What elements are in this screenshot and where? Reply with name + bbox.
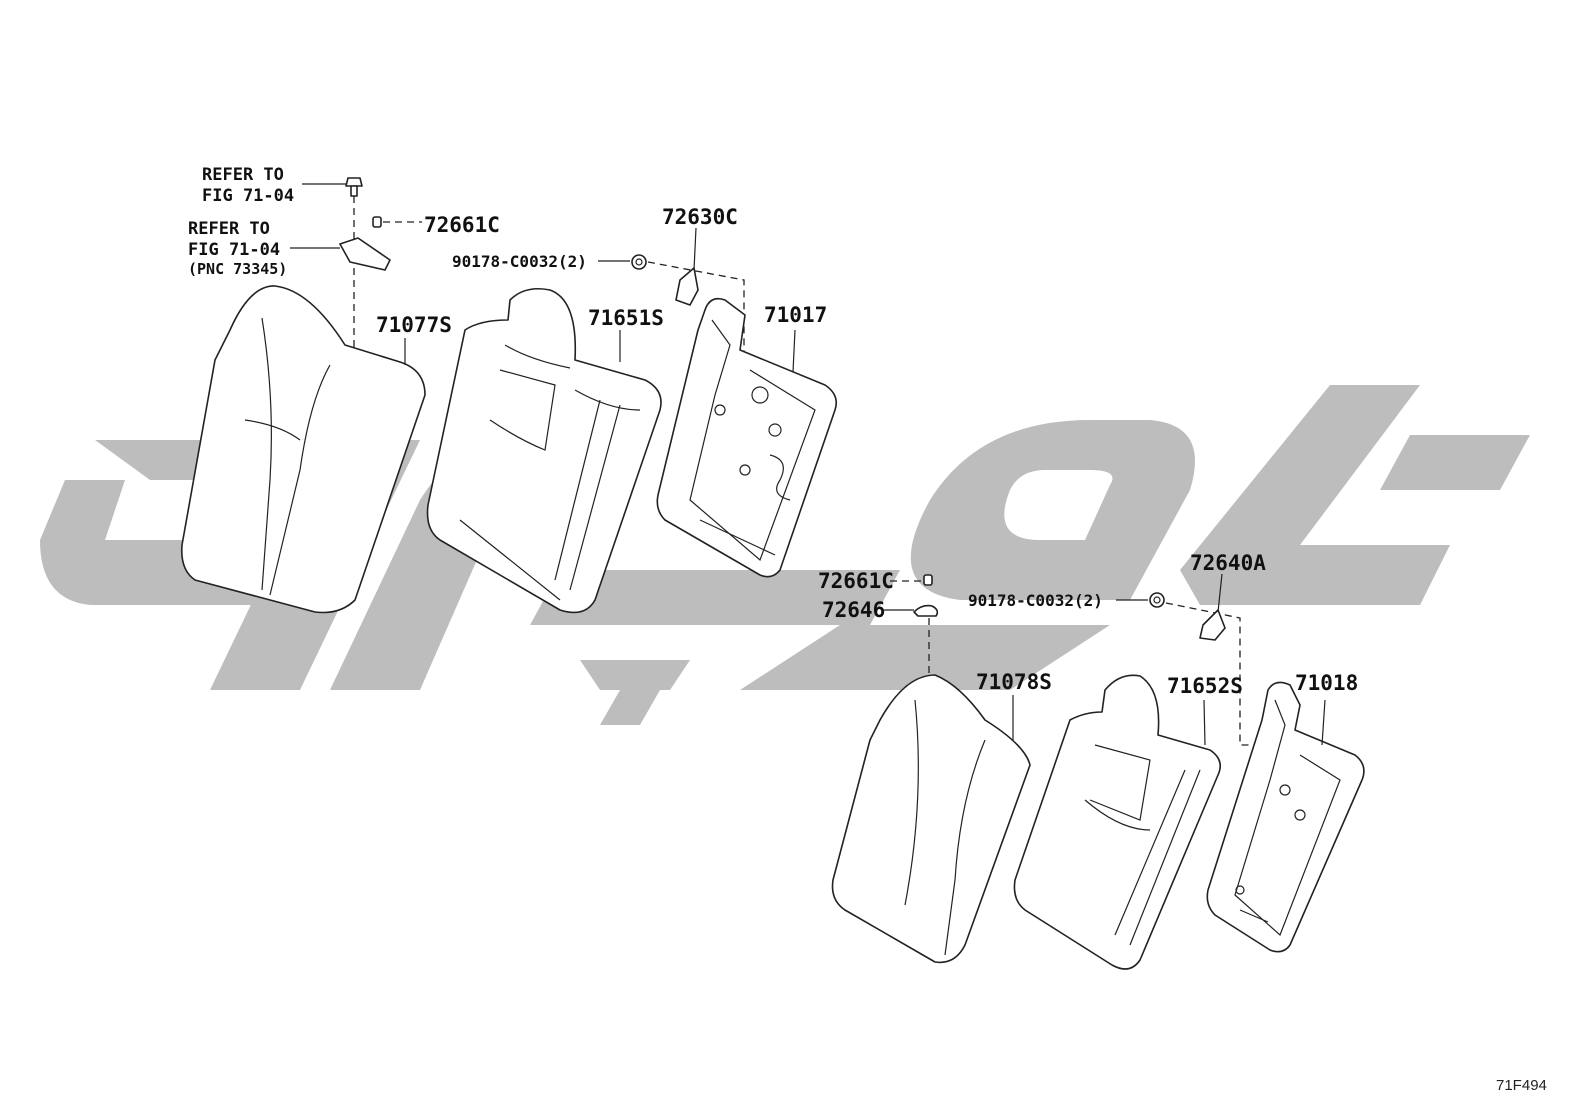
nut-bottom-icon <box>1149 592 1165 608</box>
seatback-cover-71651s <box>426 287 662 614</box>
bolt-icon <box>345 177 363 197</box>
part-label-72661c-top: 72661C <box>424 213 500 237</box>
part-label-71652s: 71652S <box>1167 674 1243 698</box>
clip-72661c-bottom-icon <box>923 574 933 586</box>
nut-top-icon <box>631 254 647 270</box>
seatback-frame-71018 <box>1206 681 1365 953</box>
part-label-72646: 72646 <box>822 598 885 622</box>
part-label-71018: 71018 <box>1295 671 1358 695</box>
refer-fig-label-2-line1: REFER TO <box>188 219 270 239</box>
seatback-frame-71017 <box>656 297 838 578</box>
clip-72661c-top-icon <box>372 216 382 228</box>
part-label-72661c-bottom: 72661C <box>818 569 894 593</box>
part-label-71651s: 71651S <box>588 306 664 330</box>
part-label-72640a: 72640A <box>1190 551 1266 575</box>
part-label-71078s: 71078S <box>976 670 1052 694</box>
bracket-icon <box>339 237 391 271</box>
part-label-72630c: 72630C <box>662 205 738 229</box>
refer-fig-label-2-line2: FIG 71-04 <box>188 240 280 260</box>
part-label-90178-bottom: 90178-C0032(2) <box>968 591 1103 610</box>
figure-code: 71F494 <box>1496 1077 1547 1094</box>
watermark-logo <box>40 385 1530 725</box>
refer-fig-label-1-line2: FIG 71-04 <box>202 186 294 206</box>
part-label-71077s: 71077S <box>376 313 452 337</box>
seatback-cover-71652s <box>1013 674 1221 970</box>
refer-fig-label-1-line1: REFER TO <box>202 165 284 185</box>
refer-fig-label-2-line3: (PNC 73345) <box>188 260 287 278</box>
seatback-pad-71078s <box>831 674 1031 964</box>
clip-72646-icon <box>913 604 939 617</box>
part-label-90178-top: 90178-C0032(2) <box>452 252 587 271</box>
hook-72630c-icon <box>675 267 699 306</box>
part-label-71017: 71017 <box>764 303 827 327</box>
hook-72640a-icon <box>1199 609 1226 641</box>
seatback-pad-71077s <box>180 285 426 614</box>
